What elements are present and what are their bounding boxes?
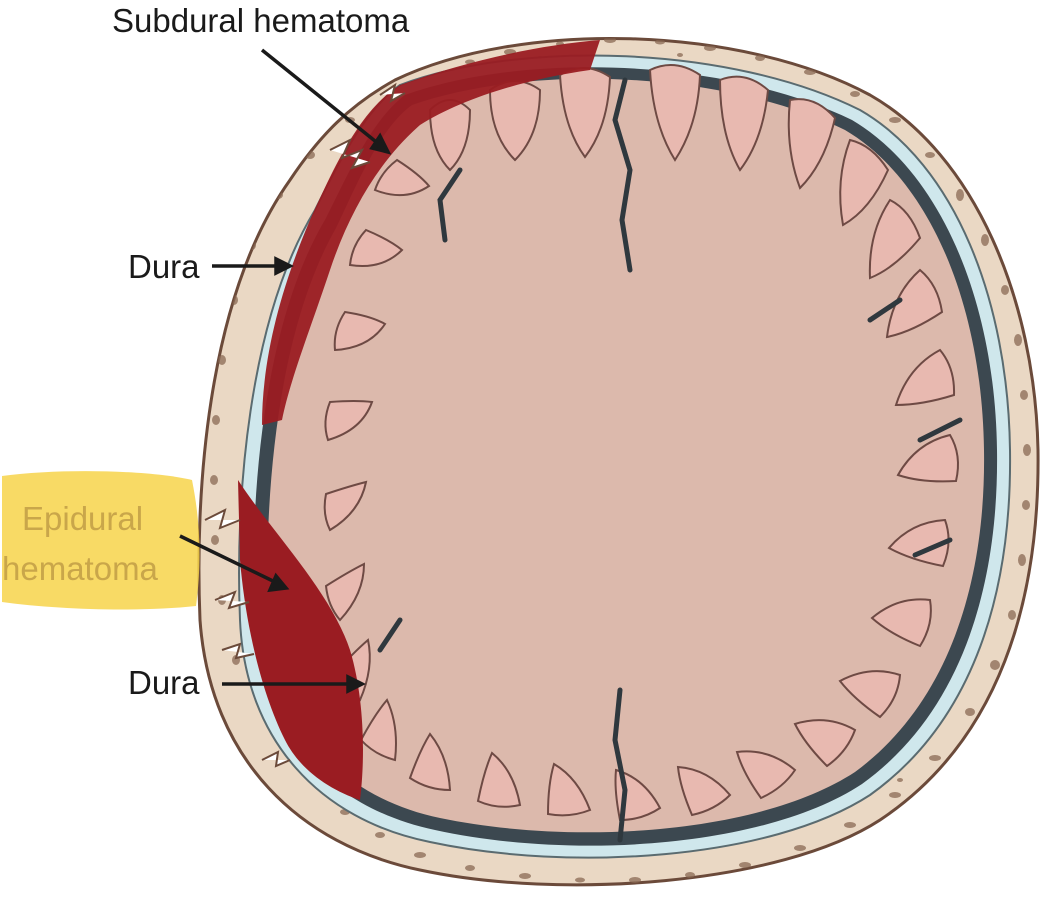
dura-upper-label: Dura [128,248,200,285]
epidural-label-highlight [2,471,199,609]
epidural-label-line2: hematoma [2,550,159,587]
subdural-hematoma-label: Subdural hematoma [112,2,410,39]
dura-lower-label: Dura [128,664,200,701]
epidural-label-line1: Epidural [22,500,143,537]
